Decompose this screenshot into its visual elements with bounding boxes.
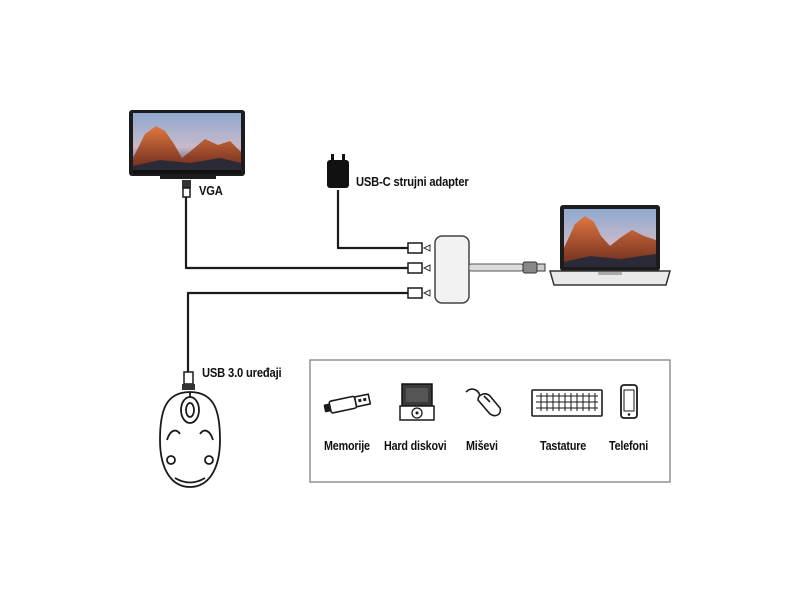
mouse-device-icon [159,391,221,488]
usb-plug [182,371,195,390]
vga-label: VGA [199,183,223,198]
category-label-hard-drives: Hard diskovi [384,439,447,453]
vga-cable [184,197,408,270]
usb-cable [186,291,408,372]
keyboard-icon [531,389,603,417]
monitor-display [129,110,245,179]
category-label-memory: Memorije [324,439,370,453]
usb-c-hub [407,235,546,304]
mouse-icon [465,388,502,417]
laptop-icon [549,205,671,286]
usb-stick-icon [323,393,372,414]
cables [184,190,408,372]
category-label-phones: Telefoni [609,439,649,453]
hard-drive-icon [399,383,435,421]
vga-connector [182,180,191,198]
power-adapter-icon [327,154,349,188]
power-cable [336,190,408,250]
category-label-mice: Miševi [466,439,498,453]
device-category-panel [309,359,671,483]
usb3-devices-label: USB 3.0 uređaji [202,365,282,380]
phone-icon [620,384,638,419]
category-label-keyboards: Tastature [540,439,587,453]
usb-c-adapter-label: USB-C strujni adapter [356,174,469,189]
